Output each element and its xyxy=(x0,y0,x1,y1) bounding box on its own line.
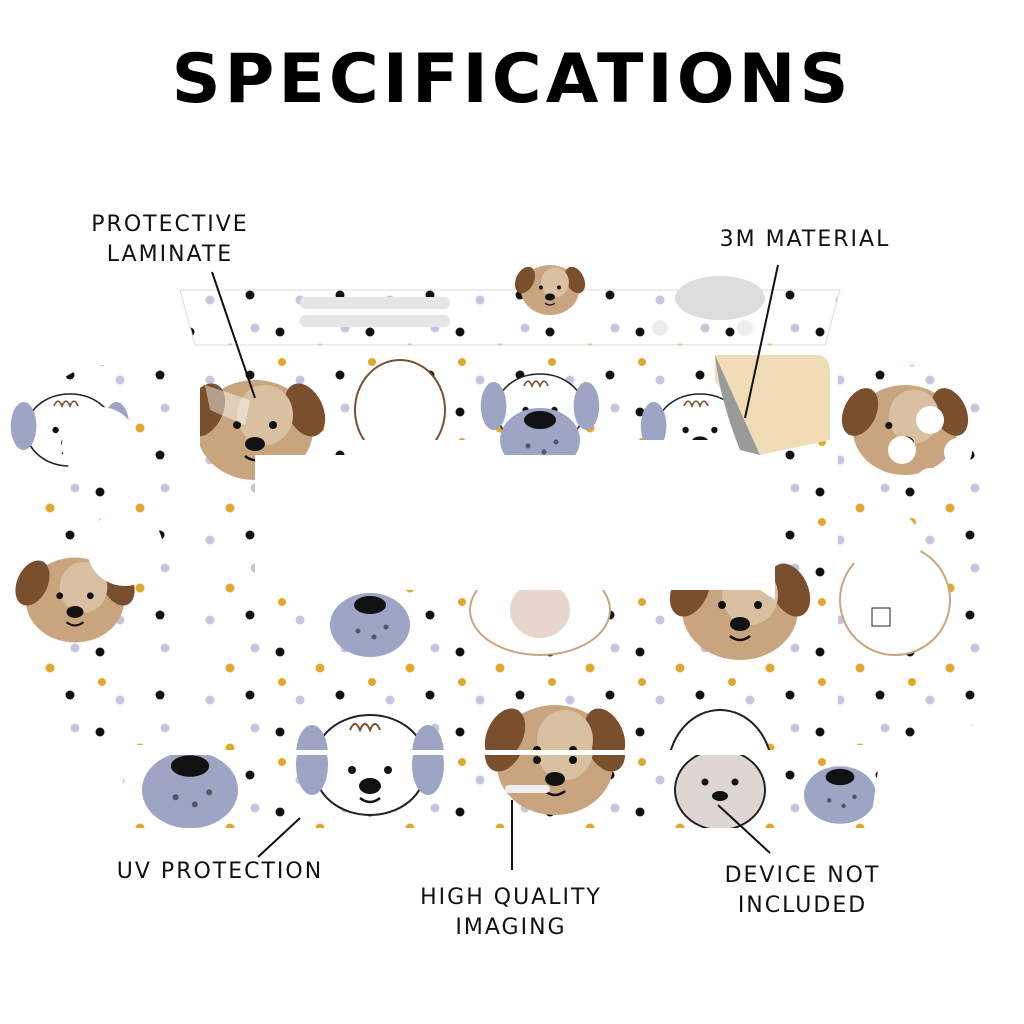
peel-backing xyxy=(715,355,830,455)
label-uv-protection: UV PROTECTION xyxy=(116,859,324,884)
label-device-not-included: DEVICE NOT INCLUDED xyxy=(724,863,881,918)
right-joycon-piece xyxy=(833,365,990,745)
callout-lines xyxy=(211,264,779,870)
bottom-strip-piece xyxy=(110,755,880,828)
laminate-sheen xyxy=(205,385,250,425)
label-protective-laminate: PROTECTIVE LAMINATE xyxy=(91,212,249,267)
top-strip-piece xyxy=(179,262,841,346)
page-title: SPECIFICATIONS xyxy=(171,40,853,119)
left-joycon-piece xyxy=(7,365,185,745)
label-high-quality-imaging: HIGH QUALITY IMAGING xyxy=(420,885,602,940)
label-3m-material: 3M MATERIAL xyxy=(719,227,891,252)
